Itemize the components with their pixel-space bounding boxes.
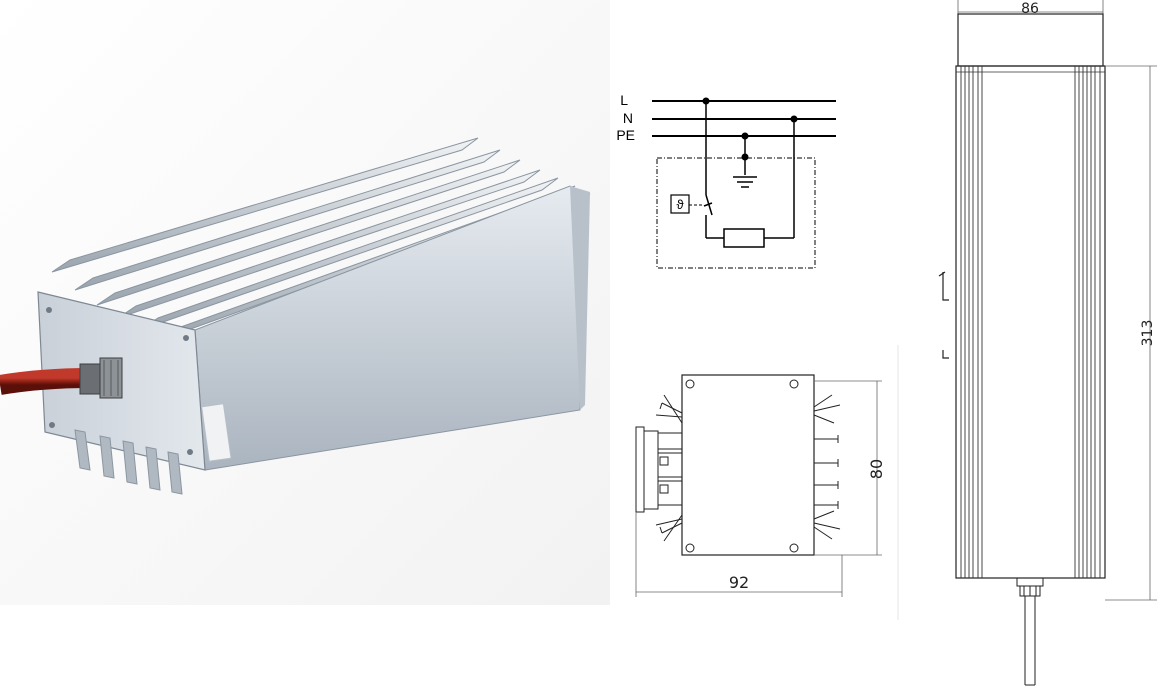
left-fins: [655, 394, 683, 542]
side-view-drawing: 86 313: [925, 0, 1165, 695]
power-cable: [0, 368, 91, 395]
resistor-icon: [723, 228, 765, 248]
label-l: L: [620, 92, 628, 108]
wiring-diagram: L N PE ϑ: [600, 85, 850, 275]
bottom-gland: [1016, 577, 1044, 686]
product-photo: [0, 0, 610, 605]
front-view-drawing: 80 92: [620, 345, 905, 620]
dim-top-width: 86: [1021, 1, 1039, 17]
dim-front-height: 80: [867, 459, 886, 479]
right-fins: [813, 394, 841, 540]
ground-icon: [733, 176, 757, 188]
cable-gland: [79, 357, 123, 399]
label-pe: PE: [616, 127, 635, 143]
bottom-fins: [74, 429, 183, 495]
heater-illustration: [0, 0, 610, 605]
thermostat-symbol: ϑ: [676, 197, 684, 212]
label-n: N: [623, 110, 633, 126]
thermostat-box: [670, 194, 690, 214]
dim-side-length: 313: [1140, 320, 1156, 347]
dim-front-width: 92: [729, 573, 749, 592]
